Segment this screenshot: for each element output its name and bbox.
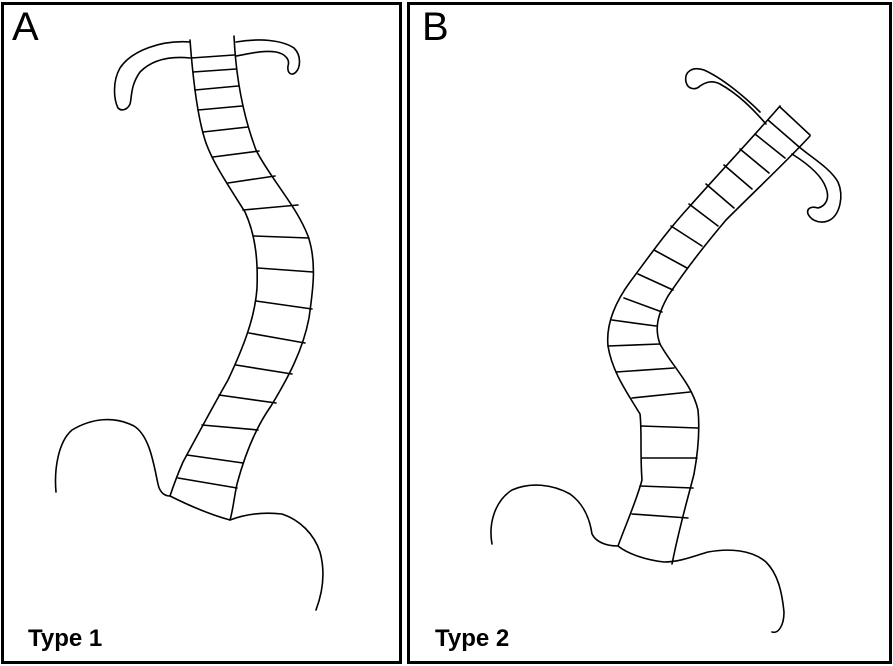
panel-a: A Type 1 bbox=[1, 2, 402, 664]
panel-letter: B bbox=[422, 7, 449, 47]
panel-caption: Type 1 bbox=[28, 627, 102, 651]
panel-b: B Type 2 bbox=[407, 2, 892, 664]
panel-letter: A bbox=[12, 7, 39, 47]
panel-caption: Type 2 bbox=[435, 627, 509, 651]
